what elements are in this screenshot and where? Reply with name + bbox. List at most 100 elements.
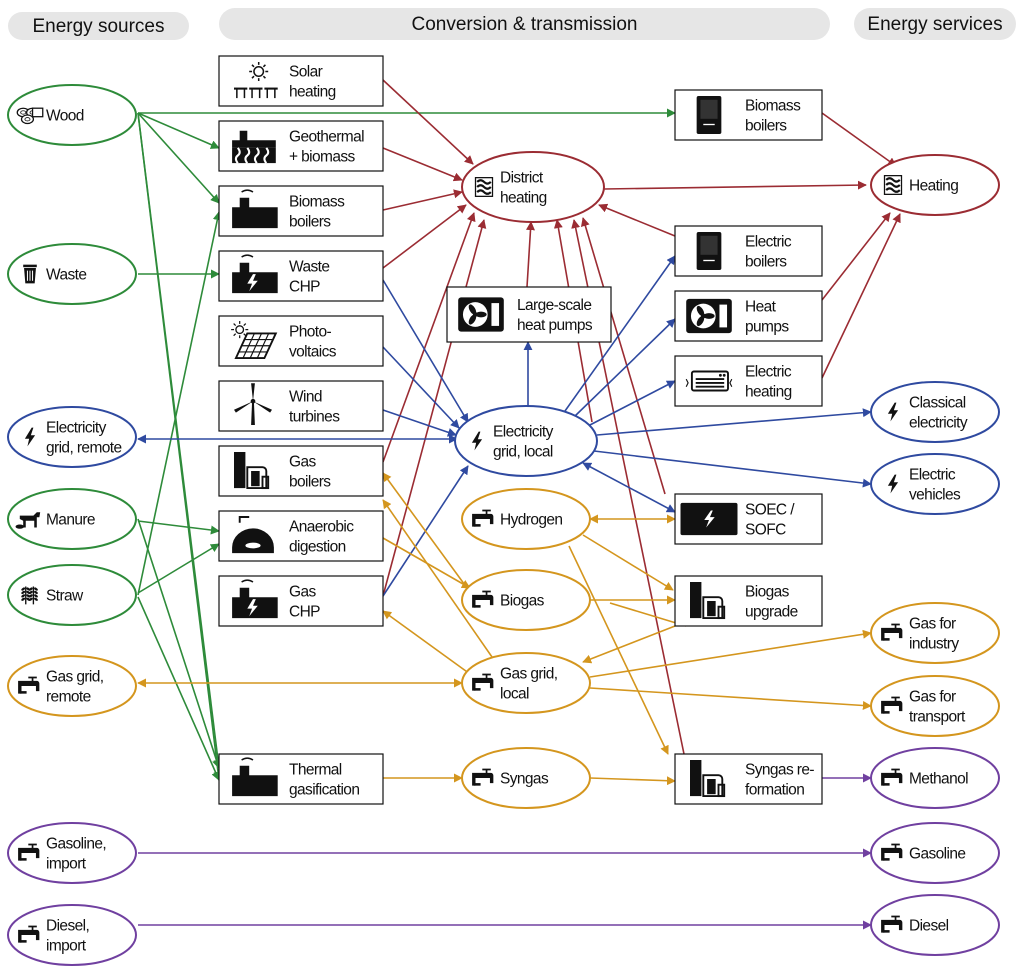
column-headers: Energy sources Conversion & transmission E… <box>8 8 1016 40</box>
node-outline <box>7 243 137 305</box>
node-gasoline: Gasoline <box>870 822 1000 884</box>
node-label: Photo-voltaics <box>289 324 337 361</box>
node-outline <box>461 151 605 223</box>
header-label: Energy sources <box>32 16 164 37</box>
node-label: Wood <box>46 108 84 125</box>
gas-tap-icon <box>881 623 903 641</box>
node-biogas: Biogas <box>461 569 591 631</box>
node-wood: Wood <box>7 84 137 146</box>
node-waste: Waste <box>7 243 137 305</box>
flow-arrow-electricity <box>564 255 676 412</box>
gas-tap-icon <box>881 915 903 933</box>
lightning-icon <box>471 431 483 451</box>
fuel-cell-icon <box>680 502 738 536</box>
gas-tap-icon <box>472 768 494 786</box>
flow-arrow-heat <box>382 204 467 269</box>
lightning-icon <box>887 402 899 422</box>
gas-boiler-icon <box>690 760 726 798</box>
node-label: Geothermal+ biomass <box>289 129 364 166</box>
node-outline <box>7 84 137 146</box>
node-label: Biogas <box>500 593 545 610</box>
gas-tap-icon <box>472 590 494 608</box>
gas-tap-icon <box>472 673 494 691</box>
node-outline <box>461 652 591 714</box>
header-label: Energy services <box>867 14 1002 35</box>
flow-arrow-gas <box>589 687 872 710</box>
flow-arrow-gas <box>582 534 674 591</box>
chp-plant-icon <box>232 254 278 294</box>
node-syngas: Syngas <box>461 747 591 809</box>
gas-tap-icon <box>18 925 40 943</box>
flow-arrow-heat <box>598 203 676 237</box>
gas-tap-icon <box>472 509 494 527</box>
node-outline <box>461 569 591 631</box>
boiler-icon <box>696 232 722 270</box>
node-outline <box>218 380 384 432</box>
flow-arrows <box>137 79 901 930</box>
flow-arrow-gas <box>382 472 471 593</box>
flow-arrow-gas <box>568 545 669 755</box>
gas-tap-icon <box>18 676 40 694</box>
gas-tap-icon <box>881 768 903 786</box>
heat-waves-icon <box>474 177 494 197</box>
electric-heater-icon <box>685 370 733 392</box>
node-outline <box>870 747 1000 809</box>
flow-arrow-heat <box>382 147 463 182</box>
node-label: Hydrogen <box>500 512 562 529</box>
header-label: Conversion & transmission <box>412 14 638 35</box>
node-diesel-import: Diesel,import <box>7 904 137 966</box>
flow-arrow-electricity <box>382 346 460 429</box>
node-outline <box>870 894 1000 956</box>
flow-arrow-heat <box>382 212 476 463</box>
flow-arrow-heat <box>580 217 666 495</box>
node-outline <box>870 453 1000 515</box>
flow-arrow-gas <box>589 629 872 678</box>
flow-arrow-heat <box>526 221 535 288</box>
flow-arrow-electricity <box>593 450 872 488</box>
gas-boiler-icon <box>690 582 726 620</box>
node-label: Heating <box>909 178 958 195</box>
trash-bin-icon <box>23 264 37 284</box>
node-gasgrid-local: Gas grid,local <box>461 652 591 714</box>
node-label: Gas grid,local <box>500 666 558 703</box>
gas-tap-icon <box>881 696 903 714</box>
node-outline <box>454 405 598 477</box>
node-diesel: Diesel <box>870 894 1000 956</box>
flow-arrow-electricity <box>574 318 676 417</box>
node-outline <box>7 564 137 626</box>
node-label: SOEC /SOFC <box>745 502 795 539</box>
flow-arrow-electricity <box>587 380 676 427</box>
node-outline <box>7 406 137 468</box>
solar-panel-icon <box>231 321 278 360</box>
node-outline <box>461 747 591 809</box>
node-outline <box>7 655 137 717</box>
node-outline <box>870 381 1000 443</box>
lightning-icon <box>887 474 899 494</box>
